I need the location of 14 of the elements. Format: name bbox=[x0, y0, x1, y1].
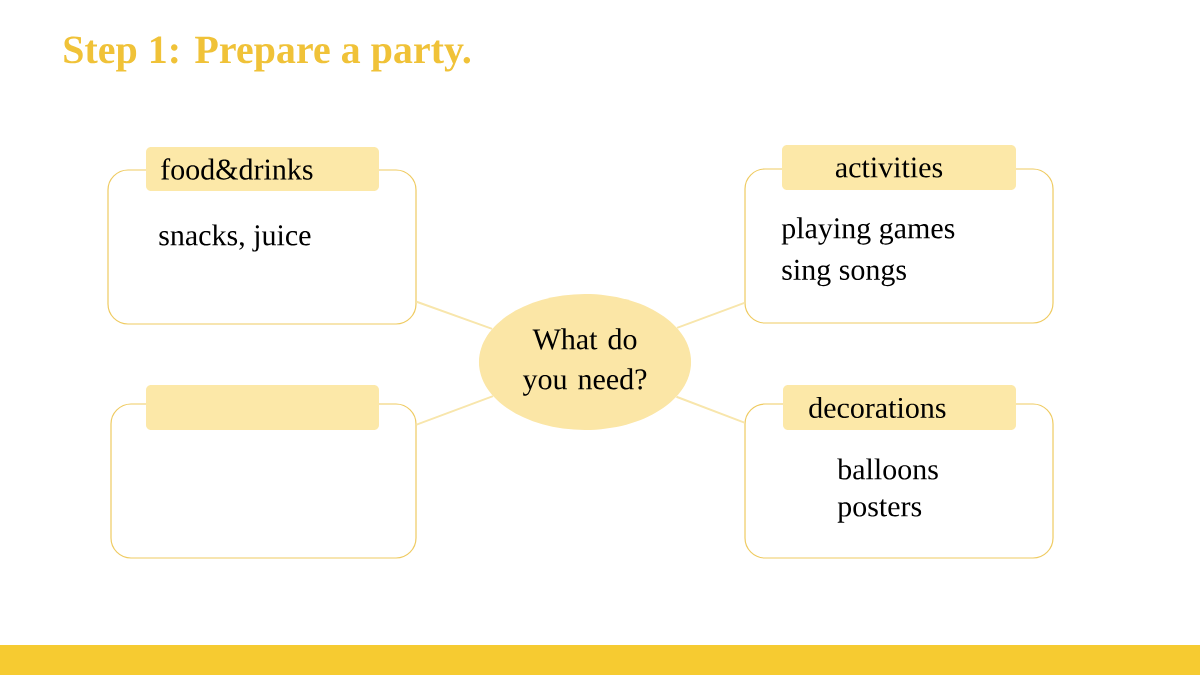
item-text: playing games bbox=[781, 217, 955, 245]
item-text: balloons bbox=[837, 458, 938, 480]
card-tab: food&drinks bbox=[146, 147, 379, 191]
card-tab: activities bbox=[782, 145, 1016, 190]
connector-line bbox=[675, 395, 746, 424]
item-text: snacks, juice bbox=[159, 224, 311, 252]
card-tab: decorations bbox=[783, 385, 1016, 430]
item-text: sing songs bbox=[782, 259, 906, 287]
title: Step 1: Prepare a party. bbox=[64, 36, 471, 72]
item-text: posters bbox=[837, 499, 922, 523]
connector-line bbox=[415, 395, 495, 426]
connector-line bbox=[676, 301, 746, 329]
connector-line bbox=[415, 300, 494, 330]
card-tab bbox=[146, 385, 379, 430]
